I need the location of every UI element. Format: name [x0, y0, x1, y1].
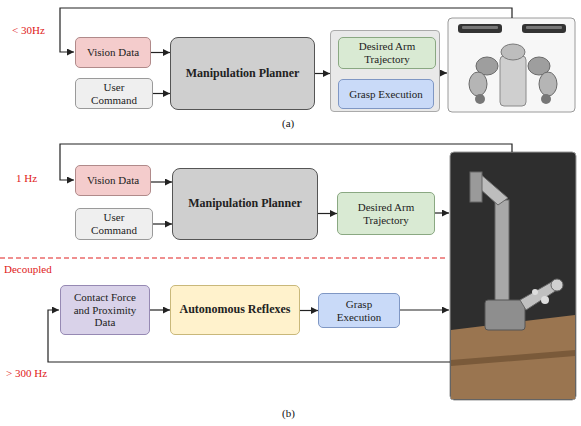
- flow-arrow: [151, 52, 170, 53]
- robot-photo: [450, 152, 576, 400]
- box-text: Desired Arm Trajectory: [342, 201, 430, 226]
- box-text: User Command: [80, 81, 148, 106]
- flow-arrow: [153, 223, 172, 224]
- output-box: Desired Arm Trajectory: [338, 37, 436, 69]
- robot-picture: [448, 18, 575, 112]
- box-text: Manipulation Planner: [188, 197, 302, 211]
- signal-wires: [48, 8, 512, 362]
- flow-arrow: [153, 93, 170, 94]
- panel-caption: (b): [282, 407, 295, 420]
- sensor-box: Contact Force and Proximity Data: [60, 285, 150, 335]
- section-label: Decoupled: [4, 263, 52, 276]
- box-text: User Command: [80, 211, 148, 236]
- box-text: Vision Data: [87, 174, 139, 187]
- flow-arrow: [150, 309, 170, 310]
- box-text: Desired Arm Trajectory: [343, 40, 431, 65]
- box-text: Manipulation Planner: [186, 67, 300, 81]
- input-box: Vision Data: [75, 165, 151, 196]
- flow-arrow: [300, 310, 318, 311]
- planner-box: Manipulation Planner: [172, 168, 318, 240]
- output-group: Desired Arm TrajectoryGrasp Execution: [330, 30, 440, 112]
- flow-arrow: [318, 213, 337, 214]
- box-text: Autonomous Reflexes: [180, 303, 291, 317]
- rate-label: 1 Hz: [16, 172, 37, 185]
- decouple-line: [0, 257, 446, 258]
- box-text: Grasp Execution: [323, 298, 395, 323]
- box-text: Contact Force and Proximity Data: [65, 291, 145, 329]
- input-box: User Command: [75, 78, 153, 109]
- box-text: Vision Data: [87, 46, 139, 59]
- panel-caption: (a): [282, 117, 294, 130]
- input-box: User Command: [75, 208, 153, 240]
- flow-arrow: [151, 181, 172, 182]
- rate-label: < 30Hz: [12, 24, 45, 37]
- flow-arrow: [315, 73, 330, 74]
- planner-box: Manipulation Planner: [170, 37, 315, 110]
- input-box: Vision Data: [75, 37, 151, 68]
- box-text: Grasp Execution: [349, 88, 423, 101]
- output-box: Desired Arm Trajectory: [337, 192, 435, 235]
- rate-label: > 300 Hz: [6, 367, 47, 380]
- output-box: Grasp Execution: [338, 79, 434, 109]
- output-box: Grasp Execution: [318, 293, 400, 328]
- reflex-box: Autonomous Reflexes: [170, 285, 300, 335]
